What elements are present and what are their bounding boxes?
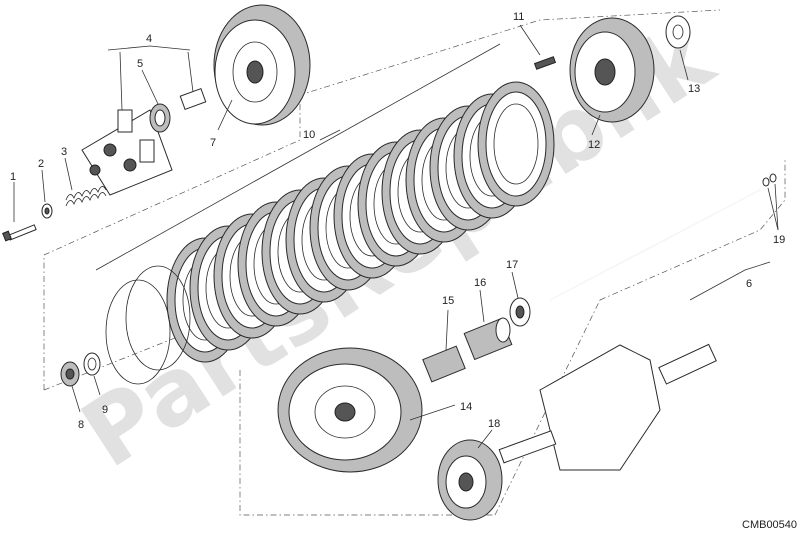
callout-5: 5 [137, 58, 143, 70]
crankshaft-reference [498, 343, 717, 471]
pushrod-part [549, 189, 761, 301]
gear-part [437, 439, 503, 521]
nut-part [60, 361, 80, 387]
callout-14: 14 [460, 401, 472, 413]
callout-8: 8 [78, 419, 84, 431]
callout-13: 13 [688, 83, 700, 95]
drawing-code: CMB00540 [742, 519, 797, 531]
o-ring-parts [762, 173, 777, 187]
callout-16: 16 [474, 277, 486, 289]
callout-15: 15 [442, 295, 454, 307]
bushing-part [179, 88, 207, 110]
callout-numbers: 1 2 3 4 5 6 7 8 9 10 11 12 13 14 15 16 1… [10, 11, 785, 431]
spring-small-part [533, 56, 557, 70]
thrust-washer-part [665, 15, 691, 49]
bolt-part [2, 224, 37, 242]
spacer-part [422, 345, 466, 383]
clutch-plate-stack [166, 81, 555, 363]
clutch-hub-part [569, 17, 655, 123]
callout-19: 19 [773, 234, 785, 246]
callout-3: 3 [61, 146, 67, 158]
lock-washer-part [83, 352, 101, 376]
callout-7: 7 [210, 137, 216, 149]
spring-part [65, 186, 107, 207]
clutch-basket-part [277, 347, 423, 473]
callout-2: 2 [38, 158, 44, 170]
clutch-drum-top-part [213, 4, 311, 126]
flat-washer-part [509, 297, 531, 327]
wire-rings [105, 265, 191, 385]
callout-10: 10 [303, 129, 315, 141]
needle-bearing-part [463, 317, 513, 361]
callout-9: 9 [102, 404, 108, 416]
washer-part [41, 203, 53, 219]
callout-6: 6 [746, 278, 752, 290]
callout-1: 1 [10, 171, 16, 183]
leader-lines [13, 24, 779, 449]
callout-4: 4 [146, 33, 152, 45]
callout-11: 11 [513, 11, 524, 23]
callout-17: 17 [506, 259, 518, 271]
bearing-part [149, 103, 171, 133]
callout-12: 12 [588, 139, 600, 151]
callout-18: 18 [488, 418, 500, 430]
pressure-plate-part [81, 109, 173, 196]
